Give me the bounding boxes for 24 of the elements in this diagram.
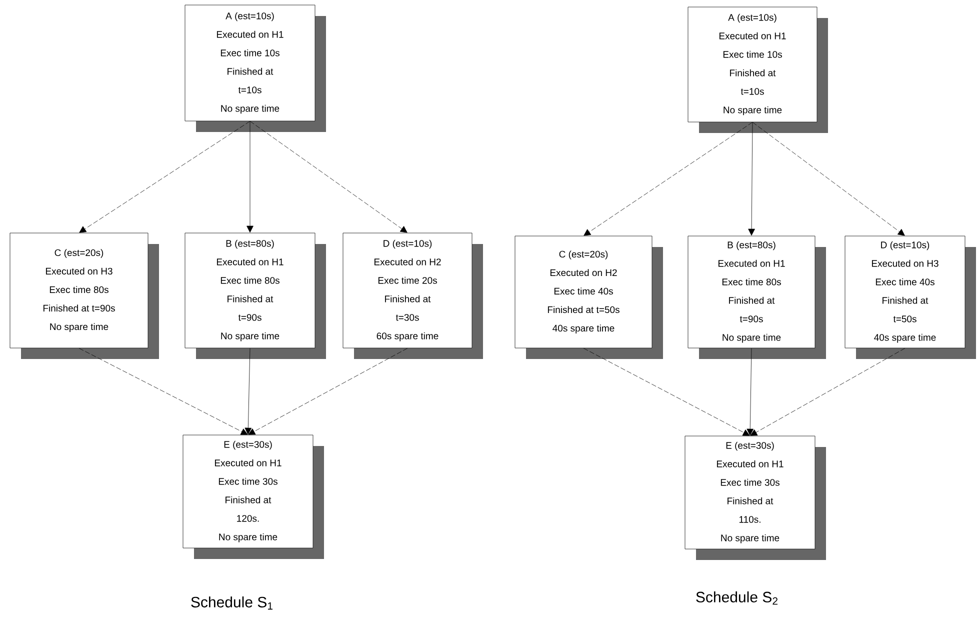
schedule-caption: Schedule S$_{1}$ [191,596,272,610]
arrow [584,122,753,236]
arrow [746,348,754,436]
arrow [583,348,750,436]
arrow [250,121,408,233]
task-box: D (est=10s) Executed on H3 Exec time 40s Finished at t=50s 40s spare time [844,236,976,359]
arrow [246,121,254,233]
arrow [79,121,250,233]
arrow [248,348,408,435]
task-box: D (est=10s) Executed on H2 Exec time 20s Finished at t=30s 60s spare time [342,232,483,359]
arrow [752,122,905,236]
task-box: C (est=20s) Executed on H3 Exec time 80s Finished at t=90s No spare time [10,232,159,359]
task-box: C (est=20s) Executed on H2 Exec time 40s Finished at t=50s 40s spare time [514,236,663,359]
task-box: B (est=80s) Executed on H1 Exec time 80s Finished at t=90s No spare time [688,236,826,359]
task-box: A (est=10s) Executed on H1 Exec time 10s Finished at t=10s No spare time [184,4,326,132]
arrow [78,348,248,435]
task-box: E (est=30s) Executed on H1 Exec time 30s Finished at 110s. No spare time [684,436,826,560]
arrow [748,122,755,236]
task-box: E (est=30s) Executed on H1 Exec time 30s Finished at 120s. No spare time [182,434,324,559]
arrow [244,348,252,435]
task-box: B (est=80s) Executed on H1 Exec time 80s Finished at t=90s No spare time [184,232,326,359]
schedule-caption: Schedule S$_{2}$ [696,591,778,605]
arrow [750,348,906,436]
task-box: A (est=10s) Executed on H1 Exec time 10s Finished at t=10s No spare time [688,6,828,133]
